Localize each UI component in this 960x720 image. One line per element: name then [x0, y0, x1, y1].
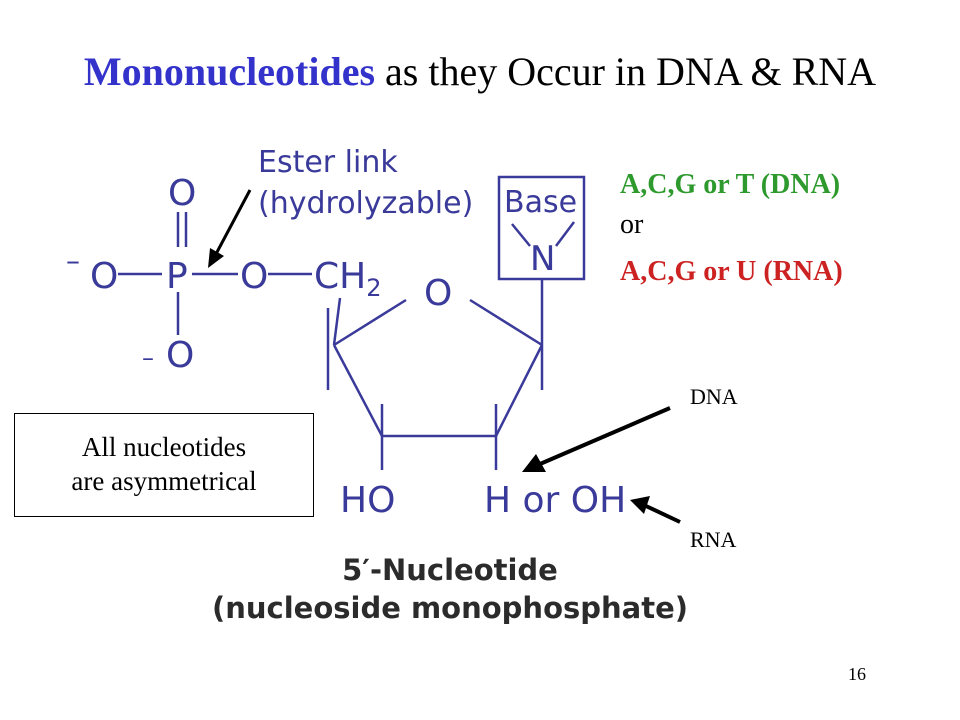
title-highlight: Mononucleotides — [83, 49, 376, 94]
title-rest: as they Occur in DNA & RNA — [375, 49, 877, 94]
caption-line-1: 5′-Nucleotide — [342, 553, 558, 587]
rna-arrow — [630, 496, 681, 524]
base-box — [497, 175, 586, 281]
ester-hydrolyzable-label: (hydrolyzable) — [258, 186, 473, 221]
or-text: or — [620, 209, 644, 240]
phosphorus: P — [166, 256, 188, 297]
rna-label: RNA — [690, 527, 737, 552]
h-or-oh-2prime: H or OH — [484, 480, 626, 521]
phosphate-o-bottom: O — [166, 335, 194, 376]
rna-bases-text: A,C,G or U (RNA) — [620, 256, 843, 287]
ring-oxygen: O — [424, 273, 452, 314]
base-bond-right — [555, 221, 575, 247]
base-nitrogen: N — [530, 239, 555, 279]
base-label: Base — [504, 185, 577, 220]
ester-arrow — [208, 189, 252, 268]
ch2-subscript: 2 — [366, 274, 381, 302]
slide-title: Mononucleotides as they Occur in DNA & R… — [0, 48, 960, 95]
caption-line-2: (nucleoside monophosphate) — [211, 590, 689, 625]
ester-link-label: Ester link — [258, 145, 398, 180]
dna-arrow — [522, 406, 671, 472]
ch2-ch: CH — [314, 256, 366, 297]
ch2-group: CH2 — [314, 256, 382, 302]
structure-caption: 5′-Nucleotide (nucleoside monophosphate) — [190, 552, 710, 627]
asymmetry-note-box: All nucleotides are asymmetrical — [14, 413, 314, 517]
sugar-ring — [326, 280, 544, 470]
note-line-1: All nucleotides — [81, 432, 247, 463]
phosphate-o-left: O — [90, 256, 118, 297]
ho-3prime: HO — [340, 480, 395, 521]
phosphate-o-top: O — [168, 173, 196, 214]
dna-bases-text: A,C,G or T (DNA) — [620, 169, 840, 200]
bridge-oxygen: O — [240, 256, 268, 297]
page-number: 16 — [848, 664, 866, 684]
dna-label: DNA — [690, 384, 738, 409]
note-line-2: are asymmetrical — [71, 466, 257, 496]
charge-left: – — [66, 244, 80, 277]
base-bond-left — [511, 223, 531, 247]
charge-bottom: – — [142, 344, 154, 372]
